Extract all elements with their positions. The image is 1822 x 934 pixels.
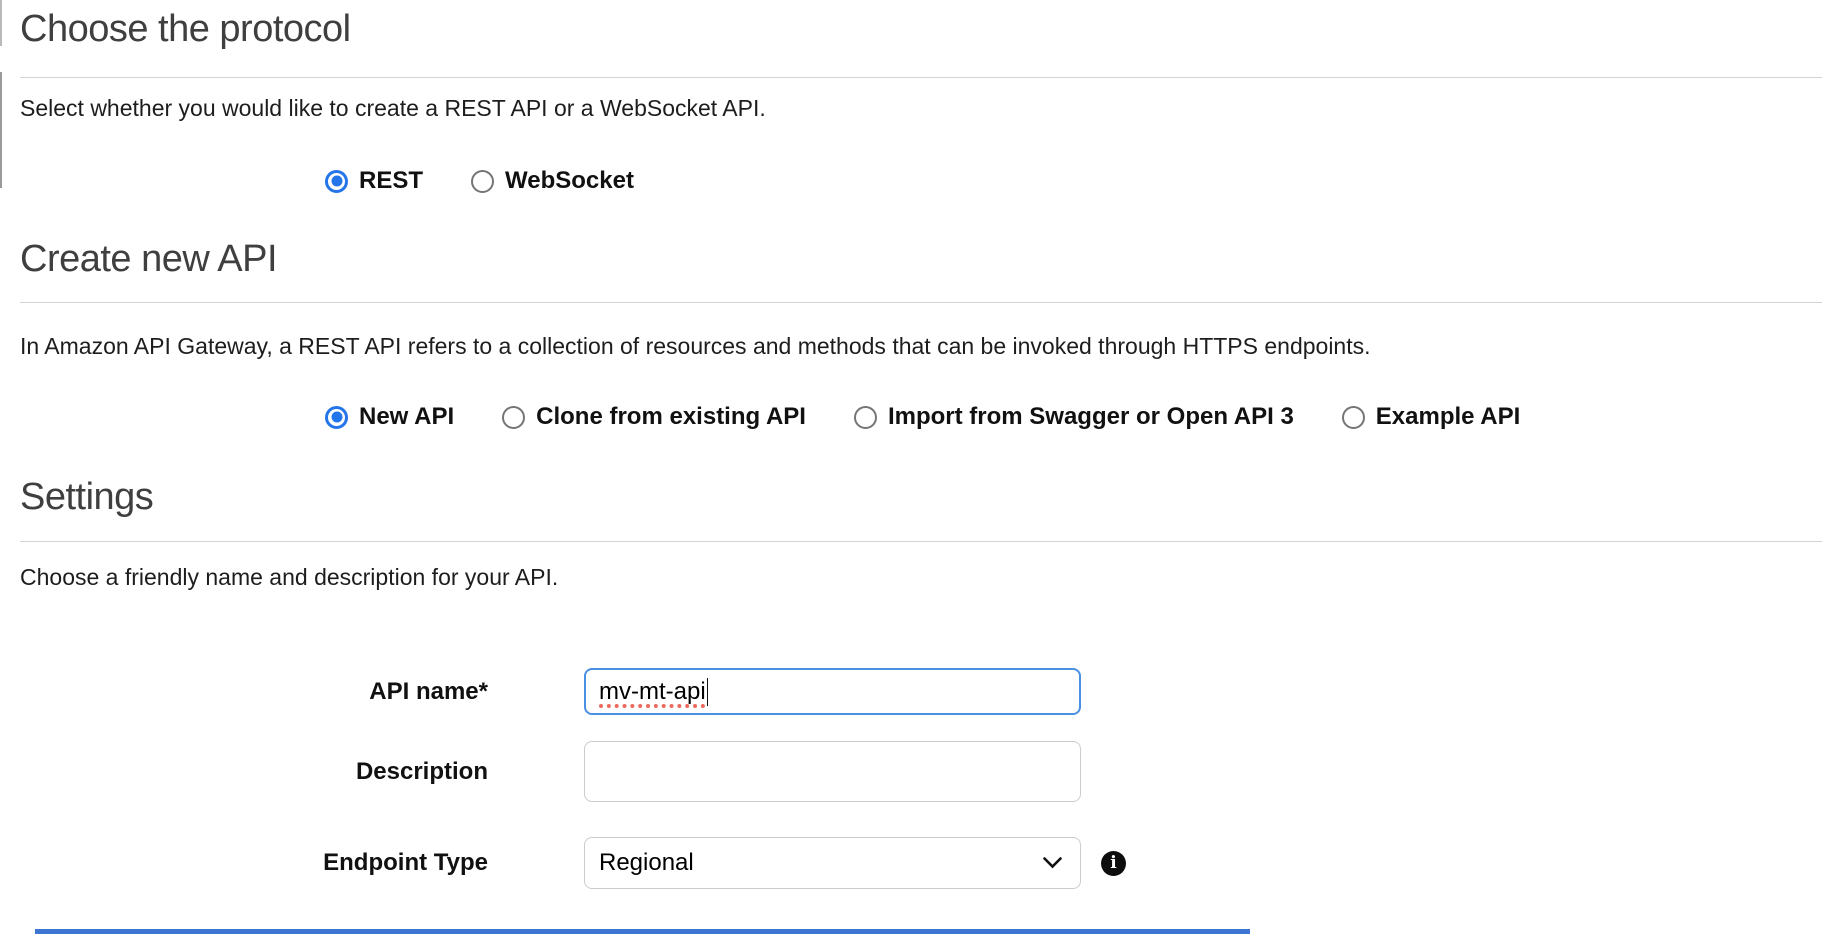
radio-option-import-swagger[interactable]: Import from Swagger or Open API 3	[853, 403, 1294, 431]
left-edge-border	[0, 72, 2, 188]
radio-button-new-api-selected[interactable]	[325, 405, 348, 429]
description-row: Description	[0, 741, 1081, 802]
api-name-value: mv-mt-api	[599, 677, 706, 705]
radio-button-clone-api[interactable]	[502, 405, 526, 429]
radio-option-example-api[interactable]: Example API	[1341, 403, 1521, 431]
section-divider	[20, 302, 1822, 303]
radio-label-rest: REST	[359, 167, 424, 194]
next-section-edge	[35, 929, 1250, 934]
info-icon[interactable]: i	[1101, 850, 1126, 876]
section-divider	[20, 541, 1822, 542]
settings-section-description: Choose a friendly name and description f…	[20, 564, 559, 590]
protocol-section-title: Choose the protocol	[20, 8, 351, 50]
description-label: Description	[355, 758, 488, 785]
create-api-radio-group: New API Clone from existing API Import f…	[325, 403, 1521, 431]
api-name-input[interactable]: mv-mt-api	[584, 668, 1081, 715]
radio-option-new-api[interactable]: New API	[325, 403, 454, 431]
radio-label-clone-api: Clone from existing API	[536, 403, 806, 430]
protocol-section-description: Select whether you would like to create …	[20, 95, 766, 121]
radio-button-websocket[interactable]	[471, 169, 495, 193]
api-name-label: API name*	[369, 678, 488, 705]
radio-button-import-swagger[interactable]	[853, 405, 877, 429]
radio-label-websocket: WebSocket	[505, 167, 634, 194]
radio-option-rest[interactable]: REST	[325, 167, 423, 195]
endpoint-type-label: Endpoint Type	[323, 849, 488, 876]
radio-label-new-api: New API	[359, 403, 455, 430]
section-divider	[20, 77, 1822, 78]
radio-button-rest-selected[interactable]	[325, 169, 348, 193]
endpoint-type-value: Regional	[599, 849, 694, 876]
api-name-row: API name* mv-mt-api	[0, 668, 1081, 715]
text-caret	[706, 677, 708, 706]
left-edge-border-top	[0, 0, 2, 46]
radio-label-import-swagger: Import from Swagger or Open API 3	[887, 403, 1294, 430]
radio-label-example-api: Example API	[1375, 403, 1521, 430]
settings-section-title: Settings	[20, 476, 154, 518]
radio-option-websocket[interactable]: WebSocket	[471, 167, 634, 195]
description-input[interactable]	[584, 741, 1081, 802]
endpoint-type-select[interactable]: Regional	[584, 837, 1081, 889]
endpoint-type-row: Endpoint Type Regional i	[0, 837, 1126, 889]
create-api-section-title: Create new API	[20, 238, 278, 280]
chevron-down-icon	[1043, 857, 1062, 869]
radio-option-clone-api[interactable]: Clone from existing API	[502, 403, 806, 431]
protocol-radio-group: REST WebSocket	[325, 167, 634, 195]
create-api-section-description: In Amazon API Gateway, a REST API refers…	[20, 333, 1371, 359]
radio-button-example-api[interactable]	[1341, 405, 1365, 429]
